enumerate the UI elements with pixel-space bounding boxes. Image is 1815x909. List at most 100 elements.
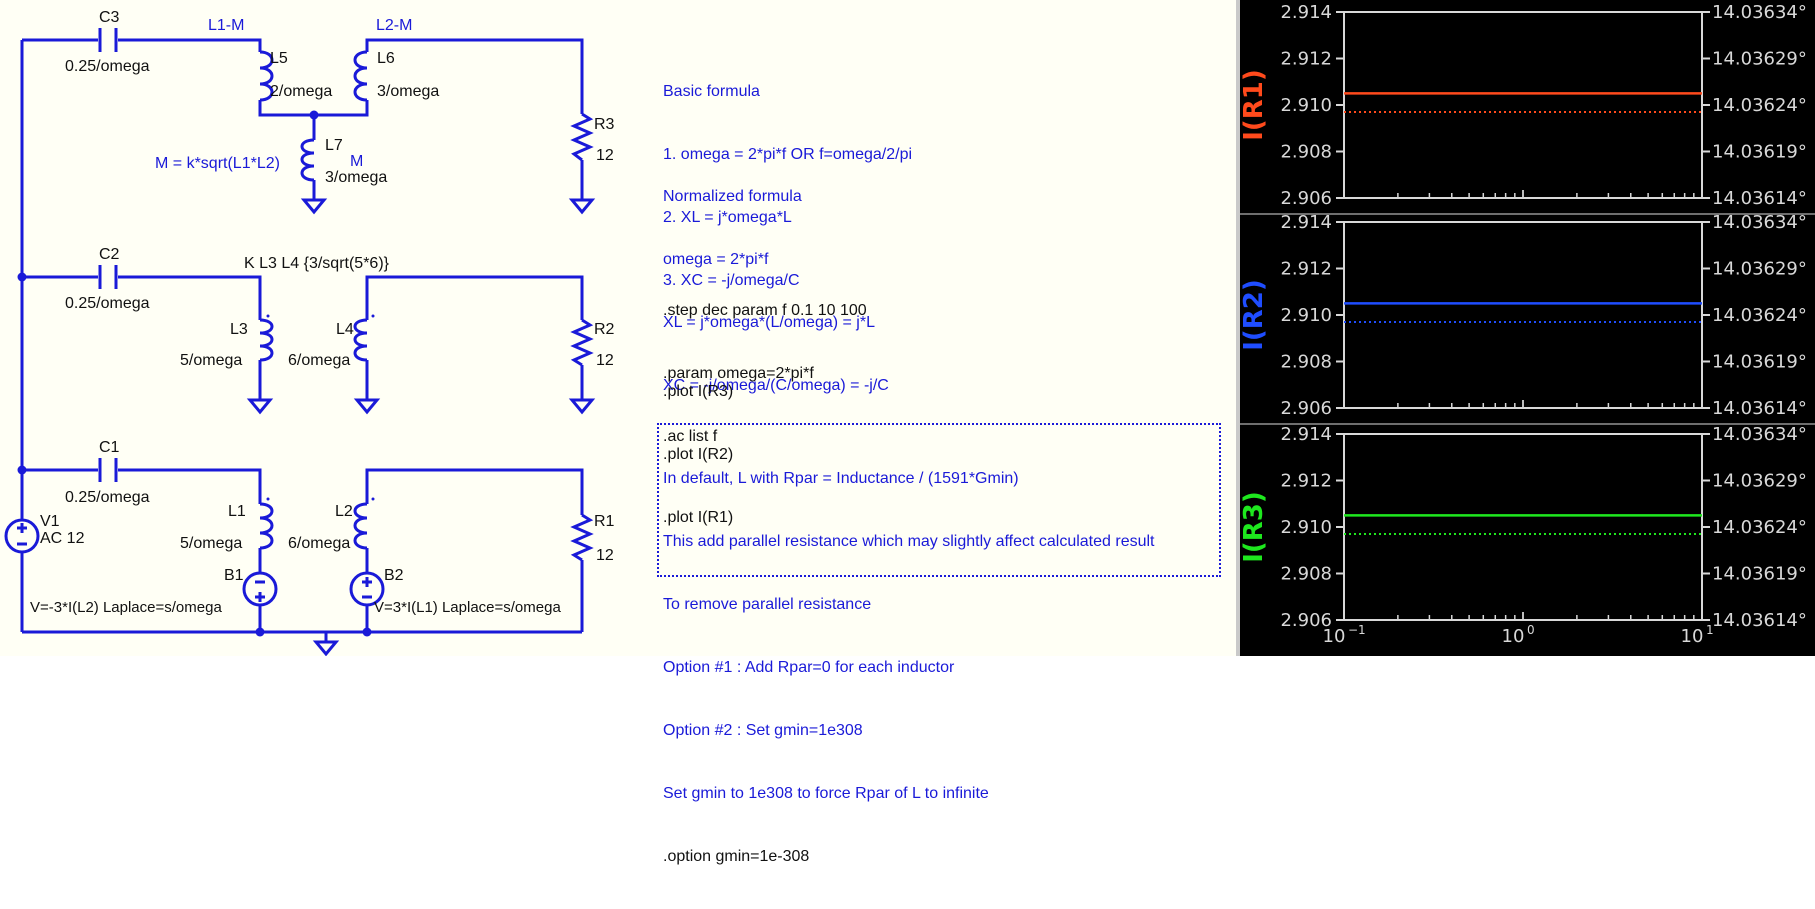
y2-tick-label: 14.03619° bbox=[1712, 564, 1807, 585]
value-l3: 5/omega bbox=[180, 352, 242, 369]
inductor-l6[interactable] bbox=[353, 50, 368, 102]
note-line: To remove parallel resistance bbox=[663, 596, 872, 613]
inductor-l5[interactable] bbox=[259, 50, 274, 102]
y2-tick-label: 14.03629° bbox=[1712, 471, 1807, 492]
y-tick-label: 2.912 bbox=[1280, 49, 1332, 70]
y-tick-label: 2.910 bbox=[1280, 305, 1332, 326]
capacitor-c3[interactable] bbox=[98, 28, 118, 52]
value-l4: 6/omega bbox=[288, 352, 350, 369]
y-tick-label: 2.906 bbox=[1280, 610, 1332, 631]
inductor-l4[interactable] bbox=[353, 318, 368, 362]
plot-frame[interactable] bbox=[1343, 11, 1703, 199]
capacitor-c1[interactable] bbox=[98, 458, 118, 482]
gmin-option-directive[interactable]: .option gmin=1e-308 bbox=[663, 848, 810, 865]
label-l2: L2 bbox=[335, 503, 353, 520]
note-line: Option #2 : Set gmin=1e308 bbox=[663, 722, 863, 739]
trace-label[interactable]: I(R2) bbox=[1240, 279, 1269, 351]
x-tick-label: 10 bbox=[1681, 626, 1704, 647]
resistor-r3[interactable] bbox=[570, 112, 594, 162]
value-l6: 3/omega bbox=[377, 83, 439, 100]
phase-dots bbox=[266, 314, 375, 501]
label-r3: R3 bbox=[594, 116, 615, 133]
value-r1: 12 bbox=[596, 547, 614, 564]
schematic-editor[interactable]: C3 0.25/omega L1-M L2-M L5 2/omega L6 3/… bbox=[0, 0, 1236, 865]
resistor-r2[interactable] bbox=[570, 318, 594, 367]
note-line: In default, L with Rpar = Inductance / (… bbox=[663, 470, 1019, 487]
label-c1: C1 bbox=[99, 439, 120, 456]
inductor-l7[interactable] bbox=[300, 138, 315, 182]
x-tick-label: 10 bbox=[1323, 626, 1346, 647]
trace-label[interactable]: I(R3) bbox=[1240, 491, 1269, 563]
behavioral-source-b1[interactable] bbox=[242, 571, 278, 607]
gmin-note-text: In default, L with Rpar = Inductance / (… bbox=[663, 426, 1155, 909]
waveform-viewer[interactable]: 2.914 2.912 2.910 2.908 2.906 14.03634° 14.036… bbox=[1240, 0, 1815, 656]
note-line: 3. XC = -j/omega/C bbox=[663, 272, 800, 289]
x-tick-exponent: −1 bbox=[1348, 623, 1366, 637]
directive-line[interactable]: .plot I(R2) bbox=[663, 446, 734, 463]
note-line: 1. omega = 2*pi*f OR f=omega/2/pi bbox=[663, 146, 913, 163]
waveform-canvas[interactable]: 2.914 2.912 2.910 2.908 2.906 14.03634° 14.036… bbox=[1240, 0, 1815, 656]
label-b2: B2 bbox=[384, 567, 404, 584]
value-l7: 3/omega bbox=[325, 169, 387, 186]
y2-tick-label: 14.03624° bbox=[1712, 517, 1807, 538]
note-line: Basic formula bbox=[663, 83, 760, 100]
label-v1: V1 bbox=[40, 513, 60, 530]
note-line: XC = -j/omega/(C/omega) = -j/C bbox=[663, 377, 889, 394]
y-tick-label: 2.908 bbox=[1280, 142, 1332, 163]
note-line: This add parallel resistance which may s… bbox=[663, 533, 1155, 550]
capacitor-c2[interactable] bbox=[98, 265, 118, 289]
y-tick-label: 2.914 bbox=[1280, 212, 1332, 233]
directive-line[interactable]: .param omega=2*pi*f bbox=[663, 365, 814, 382]
y2-tick-label: 14.03614° bbox=[1712, 188, 1807, 209]
voltage-source-v1[interactable] bbox=[4, 518, 40, 554]
directive-line[interactable]: .plot I(R1) bbox=[663, 509, 734, 526]
schematic-canvas[interactable]: C3 0.25/omega L1-M L2-M L5 2/omega L6 3/… bbox=[0, 0, 1236, 656]
y-tick-label: 2.908 bbox=[1280, 564, 1332, 585]
directive-line[interactable]: .ac list f bbox=[663, 428, 718, 445]
note-line: Normalized formula bbox=[663, 188, 802, 205]
label-l6: L6 bbox=[377, 50, 395, 67]
resistor-r1[interactable] bbox=[570, 513, 594, 562]
y2-tick-label: 14.03614° bbox=[1712, 610, 1807, 631]
inductor-l2[interactable] bbox=[353, 502, 368, 550]
ground-symbols bbox=[246, 198, 596, 656]
label-r2: R2 bbox=[594, 321, 615, 338]
label-l3: L3 bbox=[230, 321, 248, 338]
x-tick-exponent: 1 bbox=[1706, 623, 1714, 637]
label-c2: C2 bbox=[99, 246, 120, 263]
spice-directives[interactable]: .step dec param f 0.1 10 100 .param omeg… bbox=[663, 258, 867, 489]
plot-directives[interactable]: .plot I(R3) .plot I(R2) .plot I(R1) bbox=[663, 339, 733, 570]
y2-tick-label: 14.03634° bbox=[1712, 212, 1807, 233]
inductor-l3[interactable] bbox=[259, 318, 274, 362]
value-c1: 0.25/omega bbox=[65, 489, 150, 506]
trace-label[interactable]: I(R1) bbox=[1240, 69, 1269, 141]
y-tick-label: 2.906 bbox=[1280, 398, 1332, 419]
value-l1: 5/omega bbox=[180, 535, 242, 552]
plot-frame[interactable] bbox=[1343, 433, 1703, 621]
directive-line[interactable]: .plot I(R3) bbox=[663, 383, 734, 400]
y-tick-label: 2.906 bbox=[1280, 188, 1332, 209]
note-line: omega = 2*pi*f bbox=[663, 251, 769, 268]
value-v1: AC 12 bbox=[40, 530, 85, 547]
directive-line[interactable]: .step dec param f 0.1 10 100 bbox=[663, 302, 867, 319]
inductor-l1[interactable] bbox=[259, 502, 274, 550]
y-tick-label: 2.914 bbox=[1280, 424, 1332, 445]
plot-frame[interactable] bbox=[1343, 221, 1703, 409]
behavioral-source-b2[interactable] bbox=[349, 571, 385, 607]
normalized-formula-note: Normalized formula omega = 2*pi*f XL = j… bbox=[663, 144, 889, 438]
value-l5: 2/omega bbox=[270, 83, 332, 100]
y-tick-label: 2.908 bbox=[1280, 352, 1332, 373]
y-tick-label: 2.912 bbox=[1280, 471, 1332, 492]
y-tick-label: 2.910 bbox=[1280, 517, 1332, 538]
note-line: Set gmin to 1e308 to force Rpar of L to … bbox=[663, 785, 989, 802]
note-line: 2. XL = j*omega*L bbox=[663, 209, 792, 226]
label-r1: R1 bbox=[594, 513, 615, 530]
net-label-l2m: L2-M bbox=[376, 17, 412, 34]
value-b1: V=-3*I(L2) Laplace=s/omega bbox=[30, 599, 222, 616]
junctions bbox=[17, 110, 372, 637]
pane-splitter[interactable] bbox=[1236, 0, 1240, 656]
label-l7: L7 bbox=[325, 137, 343, 154]
gmin-note-box[interactable] bbox=[657, 423, 1221, 577]
y2-tick-label: 14.03624° bbox=[1712, 305, 1807, 326]
coupling-directive[interactable]: K L3 L4 {3/sqrt(5*6)} bbox=[244, 255, 390, 272]
